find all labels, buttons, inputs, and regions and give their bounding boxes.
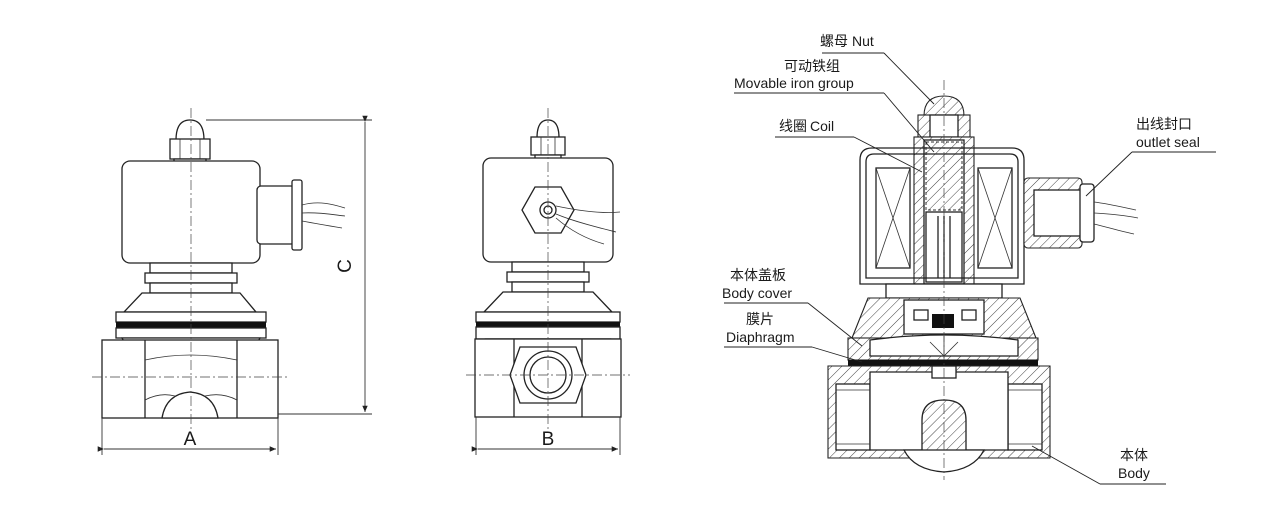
- diaphragm-label-zh: 膜片: [746, 311, 774, 327]
- front-view-outlet-gland: [256, 179, 346, 251]
- body-label-zh: 本体: [1120, 447, 1148, 463]
- dimension-b: B: [471, 417, 621, 455]
- coil-label-zh: 线圈: [779, 118, 807, 134]
- iron-label-en: Movable iron group: [734, 75, 854, 91]
- front-view-neck: [122, 262, 258, 313]
- section-view-body: [827, 365, 1051, 473]
- dimension-a: A: [97, 418, 279, 455]
- front-view-body: [101, 339, 279, 419]
- body-cover-label-zh: 本体盖板: [730, 267, 786, 283]
- body-cover-label-en: Body cover: [722, 285, 792, 301]
- dimension-a-label: A: [184, 429, 197, 450]
- section-view: 螺母 Nut 可动铁组 Movable iron group 线圈 Coil 出…: [722, 33, 1216, 485]
- section-view-outlet-seal: [1023, 177, 1139, 249]
- outlet-seal-label-en: outlet seal: [1136, 134, 1200, 150]
- front-view-nut: [169, 119, 211, 166]
- side-view-neck: [482, 261, 614, 313]
- iron-label-zh: 可动铁组: [784, 58, 840, 74]
- dimension-c: C: [206, 115, 372, 415]
- outlet-seal-label-zh: 出线封口: [1136, 116, 1192, 132]
- dimension-b-label: B: [542, 429, 555, 450]
- diaphragm-label-en: Diaphragm: [726, 329, 794, 345]
- dimension-c-label: C: [335, 259, 356, 273]
- side-view: B: [466, 108, 630, 455]
- nut-label-zh: 螺母: [820, 33, 848, 49]
- section-view-body-cover: [847, 283, 1039, 361]
- nut-label-en: Nut: [852, 33, 874, 49]
- body-label-en: Body: [1118, 465, 1150, 481]
- front-view: A C: [92, 108, 372, 455]
- coil-label-en: Coil: [810, 118, 834, 134]
- section-view-diaphragm: [848, 360, 1038, 366]
- section-view-coil: [859, 147, 1025, 285]
